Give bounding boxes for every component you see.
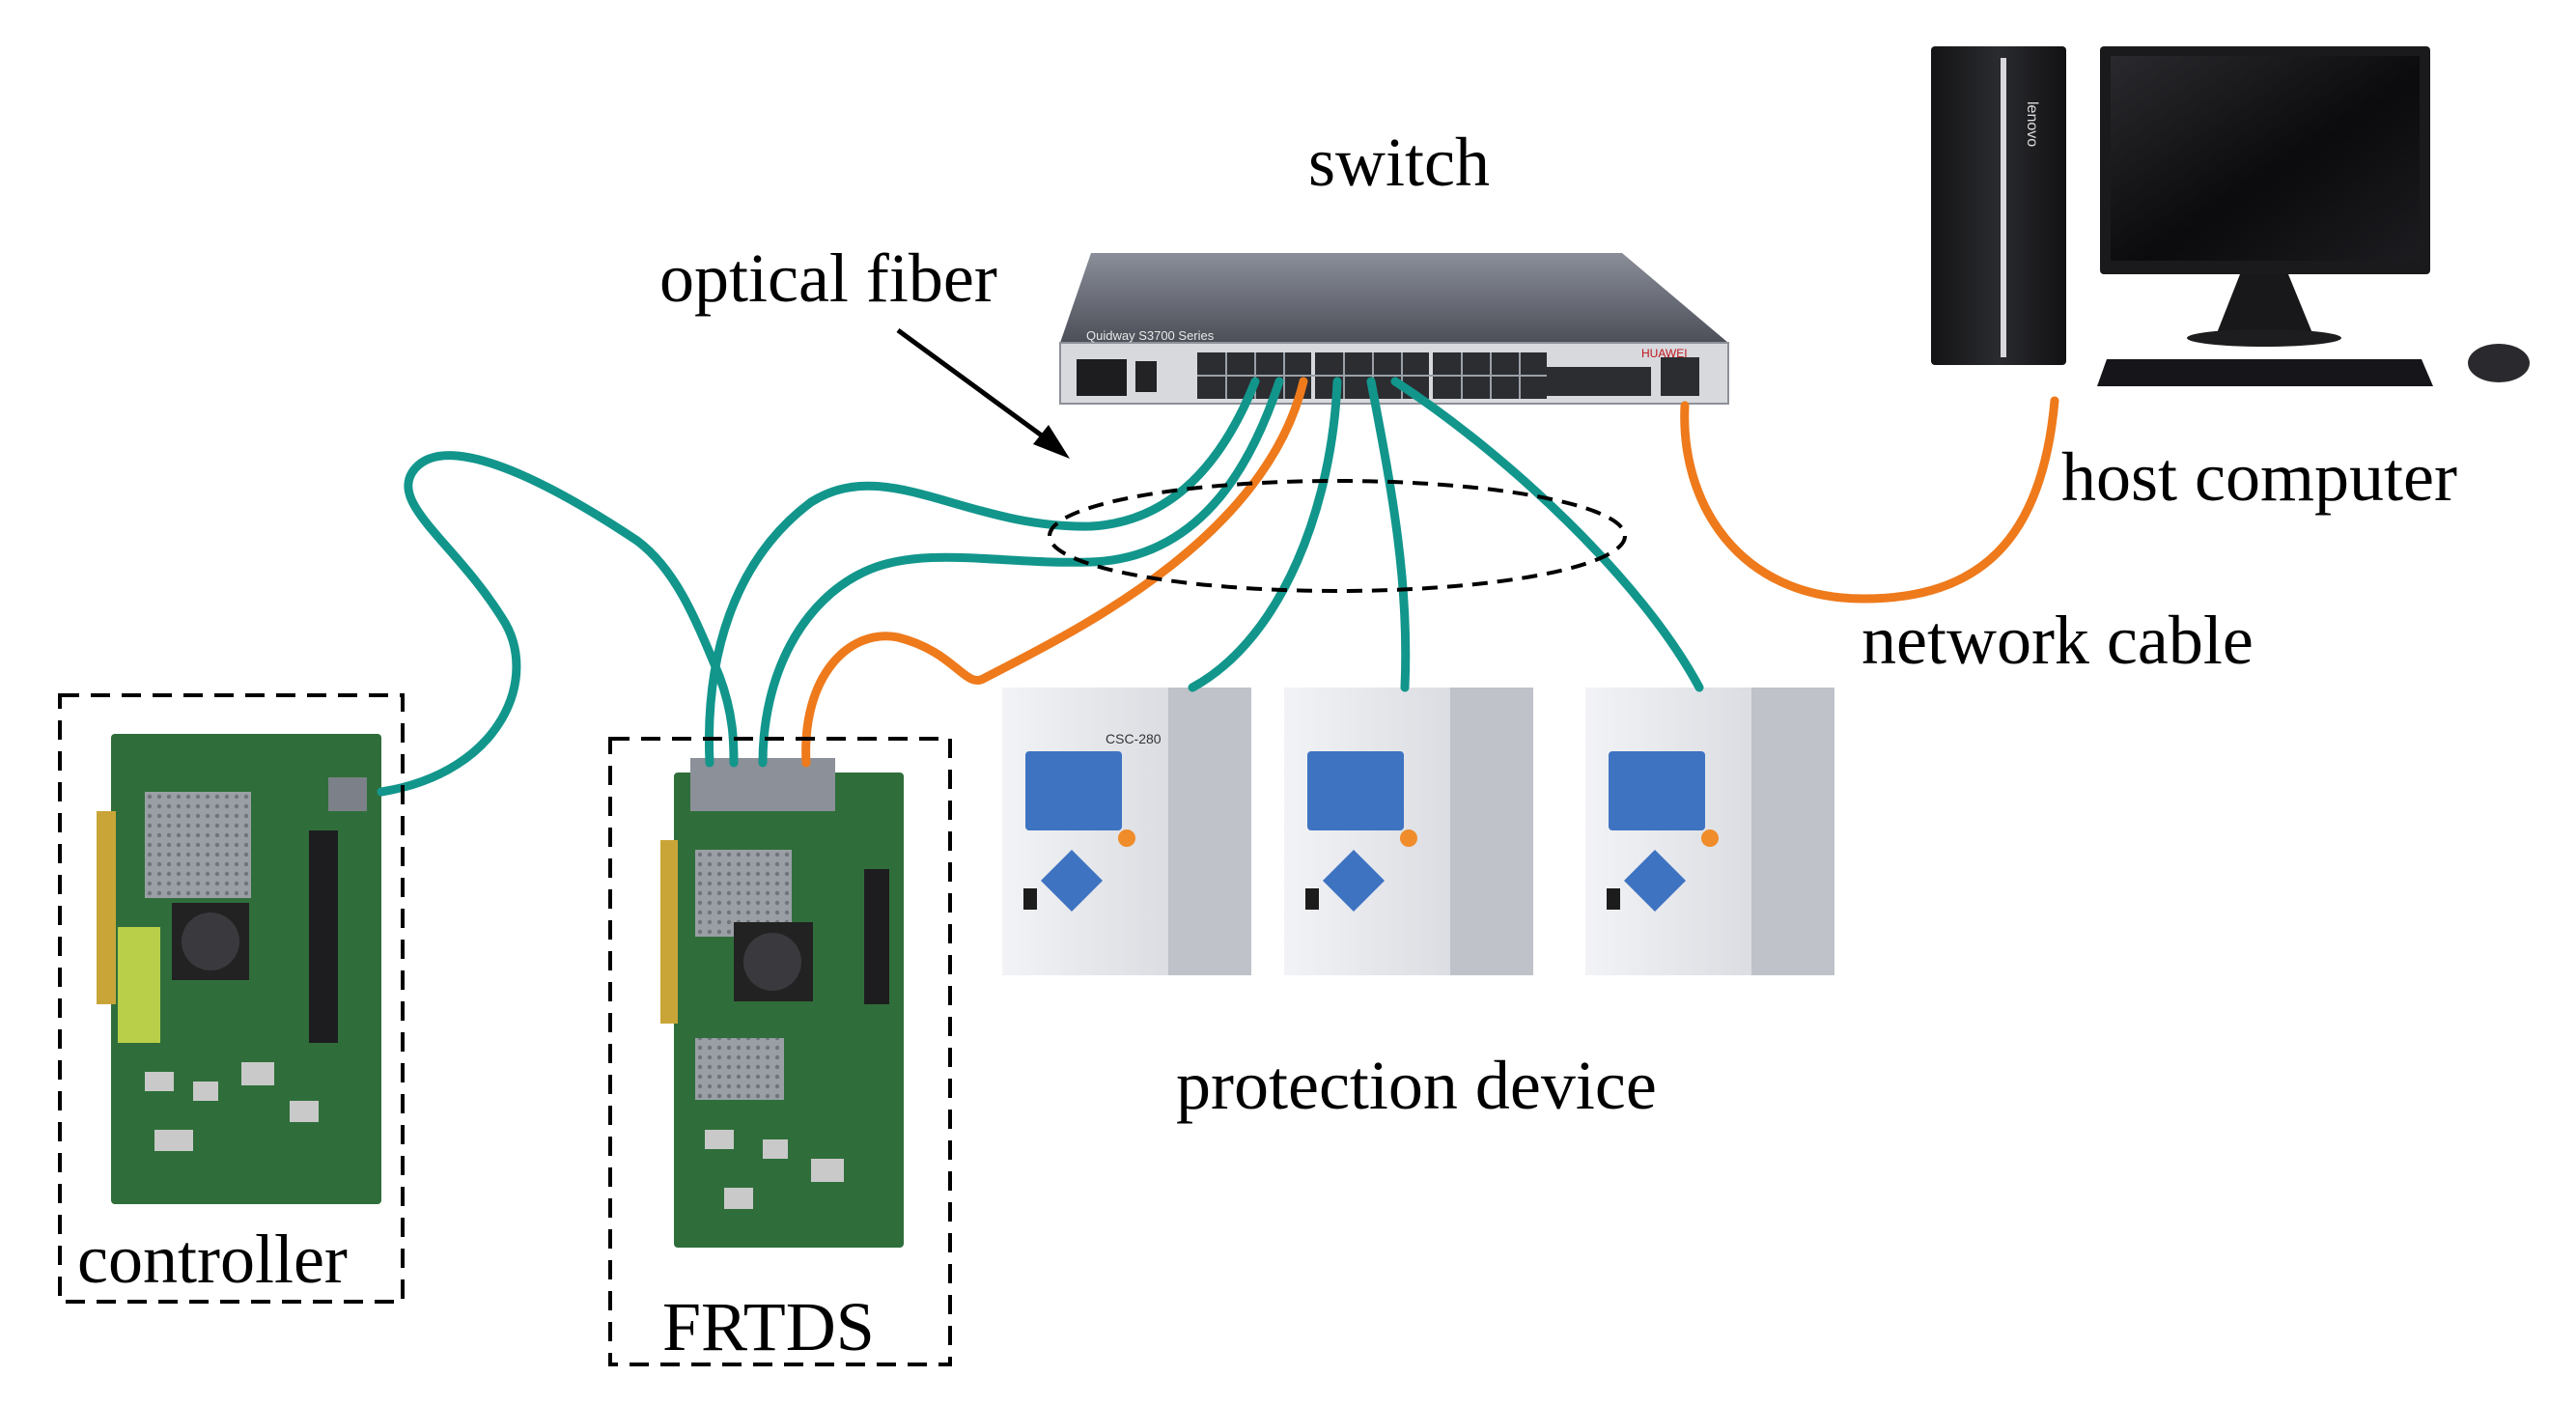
- optical-fiber-cable: [1188, 377, 1342, 692]
- device-model-text: CSC-280: [1106, 731, 1162, 746]
- protection-device-icon: [1585, 688, 1834, 975]
- optical-fiber-cable: [377, 451, 739, 797]
- computer-icon: lenovo: [1931, 46, 2530, 386]
- protection-device-icon: [1284, 688, 1533, 975]
- optical-fiber-cable: [758, 377, 1284, 768]
- optical-fiber-cable: [704, 377, 1260, 768]
- protection-device-label: protection device: [1176, 1047, 1657, 1124]
- cables: [377, 377, 2059, 797]
- controller-dashed-box: [58, 693, 405, 1304]
- optical-fiber-arrow: [896, 327, 1070, 459]
- frtds-label: FRTDS: [662, 1288, 875, 1365]
- frtds-dashed-box: [608, 737, 952, 1366]
- network-cable-label: network cable: [1862, 602, 2254, 679]
- optical-fiber-highlight-ellipse: [1048, 479, 1627, 593]
- optical-fiber-cable: [1390, 377, 1704, 692]
- switch-label: switch: [1308, 124, 1490, 201]
- controller-label: controller: [77, 1221, 348, 1298]
- network-cable: [801, 377, 1308, 768]
- frtds-board-icon: [660, 758, 904, 1248]
- host-computer-label: host computer: [2061, 438, 2457, 516]
- computer-brand-text: lenovo: [2024, 101, 2040, 147]
- controller-board-icon: [97, 734, 381, 1204]
- optical-fiber-label: optical fiber: [659, 239, 997, 317]
- network-cable: [1680, 396, 2059, 604]
- protection-device-icon: CSC-280: [1002, 688, 1251, 975]
- switch-brand-text: HUAWEI: [1641, 347, 1688, 360]
- switch-model-text: Quidway S3700 Series: [1086, 328, 1215, 343]
- optical-fiber-cable: [1366, 377, 1411, 692]
